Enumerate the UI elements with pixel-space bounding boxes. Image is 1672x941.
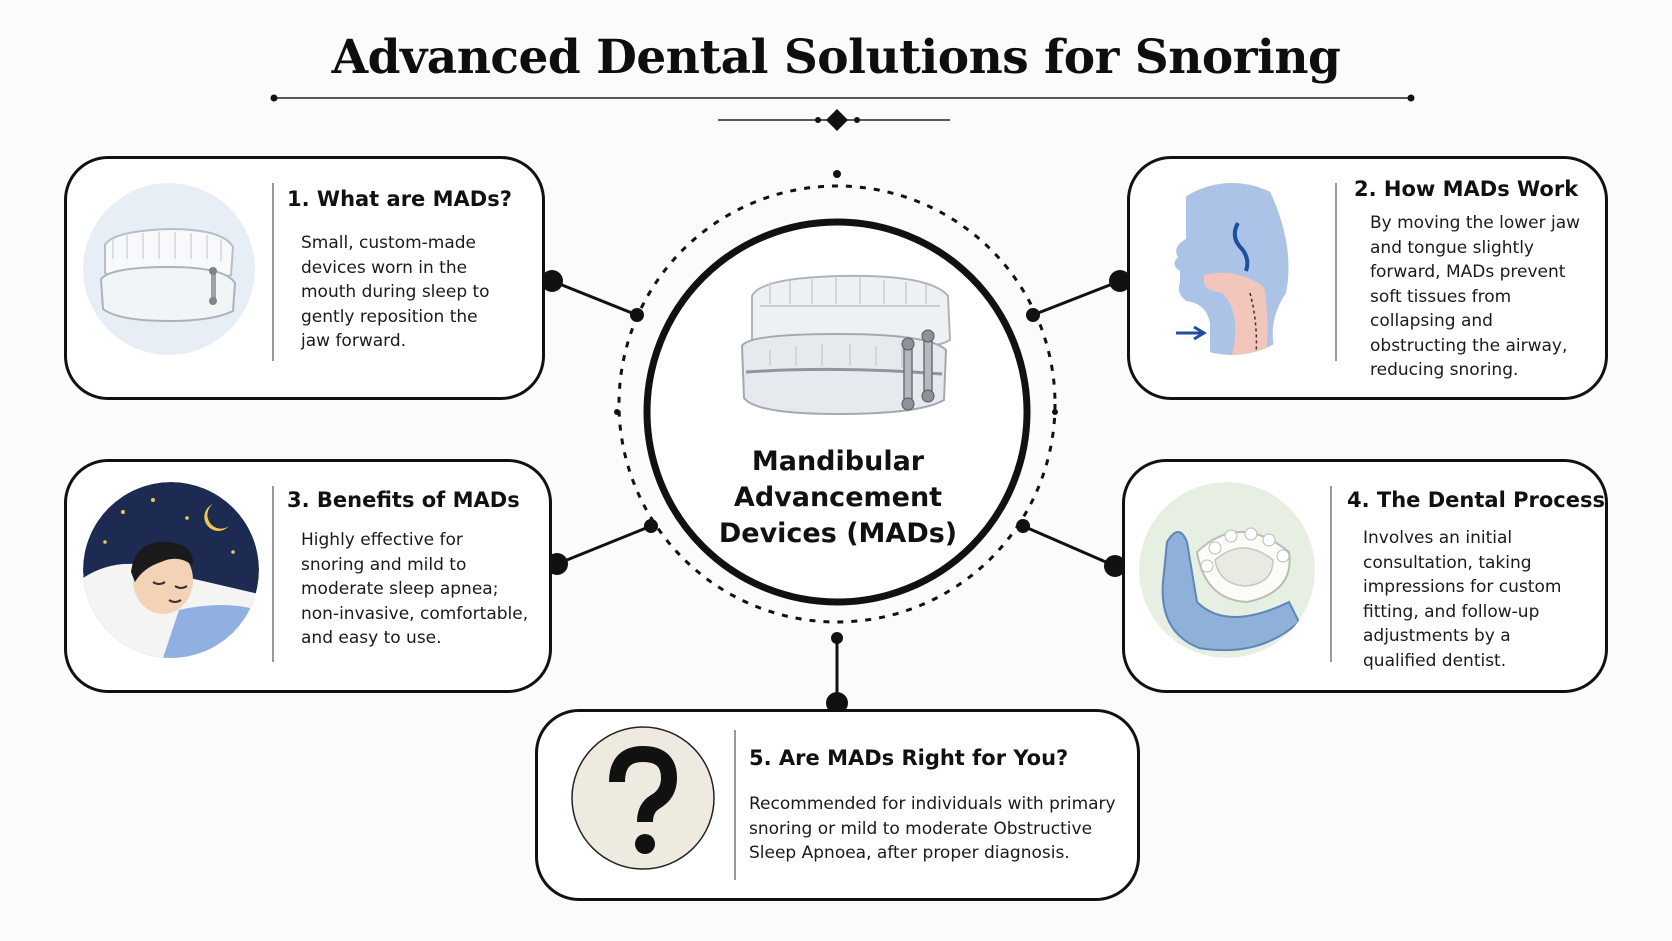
title-rule-end-dot: [270, 94, 278, 102]
spoke-card-3: [556, 524, 652, 566]
dental-impression-icon: [1139, 482, 1315, 658]
card-body: Highly effective for snoring and mild to…: [301, 530, 529, 648]
page-title: Advanced Dental Solutions for Snoring: [331, 30, 1341, 85]
hub-label: Mandibular Advancement Devices (MADs): [694, 444, 982, 552]
card-heading: 4. The Dental Process: [1347, 488, 1605, 512]
card-body: Recommended for individuals with primary…: [749, 794, 1116, 863]
diamond-ornament-icon: [826, 109, 848, 131]
card-are-mads-right-for-you: 5. Are MADs Right for You? Recommended f…: [535, 709, 1140, 901]
card-benefits-of-mads: 3. Benefits of MADs Highly effective for…: [64, 459, 552, 693]
dental-splint-icon: [83, 183, 255, 355]
card-body: Involves an initial consultation, taking…: [1363, 528, 1562, 671]
card-body: By moving the lower jaw and tongue sligh…: [1370, 213, 1581, 380]
hub-label-line: Mandibular: [751, 446, 925, 477]
sleeping-person-icon: [83, 482, 259, 658]
question-mark-icon: [571, 726, 715, 870]
card-what-are-mads: 1. What are MADs? Small, custom-made dev…: [64, 156, 545, 400]
spoke-card-2: [1032, 279, 1121, 317]
center-device-illustration: [740, 274, 952, 416]
card-heading: 2. How MADs Work: [1354, 177, 1579, 201]
title-rule-end-dot: [1407, 94, 1415, 102]
card-heading: 1. What are MADs?: [287, 187, 512, 211]
spoke-card-4: [1022, 524, 1116, 568]
card-how-mads-work: 2. How MADs Work By moving the lower jaw…: [1127, 156, 1608, 400]
card-body: Small, custom-made devices worn in the m…: [301, 233, 490, 351]
hub-label-line: Devices (MADs): [718, 518, 958, 549]
card-heading: 5. Are MADs Right for You?: [749, 746, 1069, 770]
card-heading: 3. Benefits of MADs: [287, 488, 520, 512]
airway-profile-icon: [1146, 183, 1318, 355]
dashed-ring: [617, 184, 1057, 624]
hub-label-line: Advancement: [733, 482, 943, 513]
spoke-card-1: [551, 279, 638, 317]
card-dental-process: 4. The Dental Process Involves an initia…: [1122, 459, 1608, 693]
